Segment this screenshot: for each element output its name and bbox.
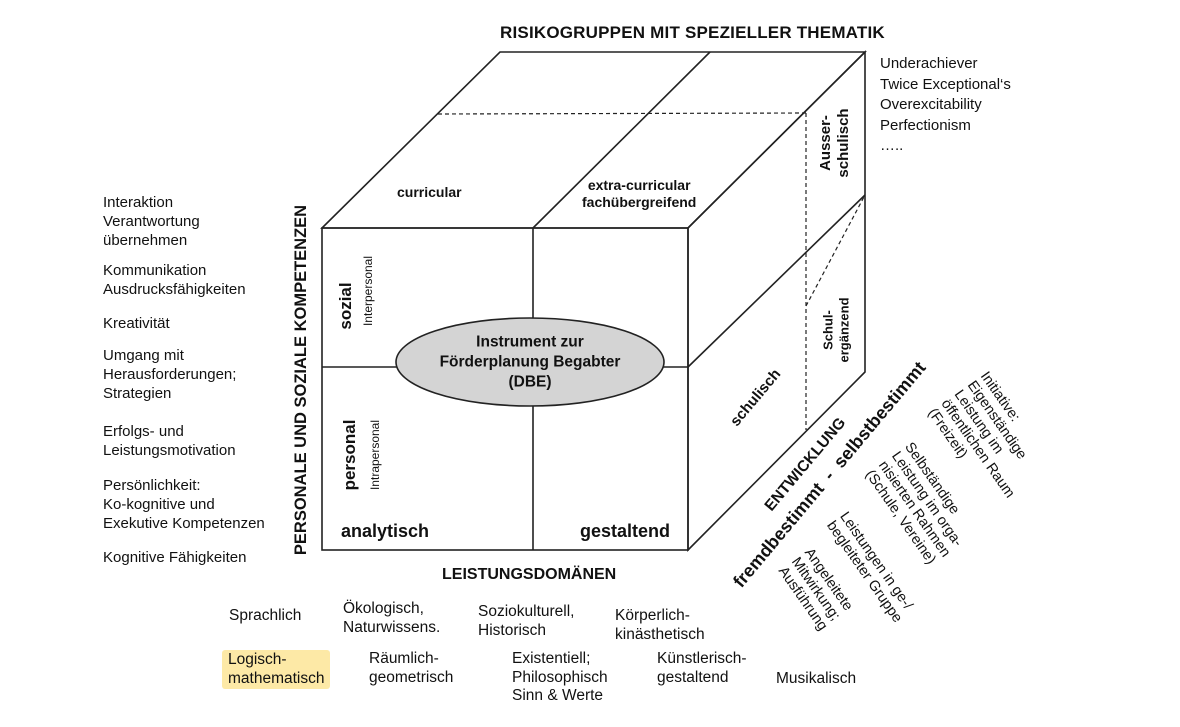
center-title: Instrument zur Förderplanung Begabter (D… — [439, 333, 621, 390]
label-intrapersonal: Intrapersonal — [367, 419, 382, 491]
top-label-curricular: curricular — [397, 184, 462, 200]
risk-group-item: Perfectionism — [880, 116, 971, 134]
top-dashed-line — [437, 112, 807, 115]
domain-item-highlighted: Logisch- mathematisch — [222, 650, 331, 690]
competency-item: Persönlichkeit: Ko-kognitive und Exekuti… — [103, 477, 265, 532]
label-personal: personal — [339, 419, 359, 491]
domain-item: Ökologisch, Naturwissens. — [343, 600, 441, 636]
domain-item: Sprachlich — [229, 607, 302, 624]
domain-item: Soziokulturell, Historisch — [478, 603, 575, 639]
side-dashed-diagonal — [805, 194, 866, 307]
center-ellipse — [395, 317, 665, 407]
competency-item: Interaktion Verantwortung übernehmen — [103, 194, 200, 249]
competency-item: Umgang mit Herausforderungen; Strategien — [103, 347, 237, 402]
side-face — [687, 50, 866, 552]
risk-group-item: ….. — [880, 137, 904, 154]
domain-item: Existentiell; Philosophisch Sinn & Werte — [512, 650, 608, 705]
bottom-axis-title: LEISTUNGSDOMÄNEN — [442, 566, 617, 583]
risk-group-item: Underachiever — [880, 55, 978, 72]
risk-group-item: Twice Exceptional‘s — [880, 75, 1011, 93]
side-horizontal-divider — [687, 194, 866, 368]
left-axis-title: PERSONALE UND SOZIALE KOMPETENZEN — [292, 204, 311, 556]
domain-item: Körperlich- kinästhetisch — [615, 607, 705, 643]
side-label-ausserschulisch: Ausser- schulisch — [817, 108, 852, 178]
side-label-schulergaenzend: Schul- ergänzend — [820, 297, 851, 363]
competency-item: Erfolgs- und Leistungsmotivation — [103, 423, 236, 459]
competency-item: Kommunikation Ausdrucksfähigkeiten — [103, 262, 246, 298]
label-interpersonal: Interpersonal — [360, 255, 375, 327]
top-label-extra-curricular: extra-curricular fachübergreifend — [582, 177, 697, 210]
risk-group-item: Overexcitability — [880, 96, 982, 113]
domain-item: Räumlich- geometrisch — [369, 650, 454, 686]
top-divider — [532, 51, 711, 229]
risk-groups-list: Underachiever Twice Exceptional‘s Overex… — [880, 54, 1011, 157]
label-sozial: sozial — [335, 282, 355, 330]
label-analytisch: analytisch — [341, 521, 430, 541]
competency-item: Kreativität — [103, 315, 170, 332]
domain-item: Künstlerisch- gestaltend — [657, 650, 747, 686]
domain-item: Musikalisch — [776, 670, 857, 687]
risk-groups-title: RISIKOGRUPPEN MIT SPEZIELLER THEMATIK — [500, 23, 885, 42]
competency-item: Kognitive Fähigkeiten — [103, 549, 247, 566]
label-gestaltend: gestaltend — [580, 521, 671, 541]
